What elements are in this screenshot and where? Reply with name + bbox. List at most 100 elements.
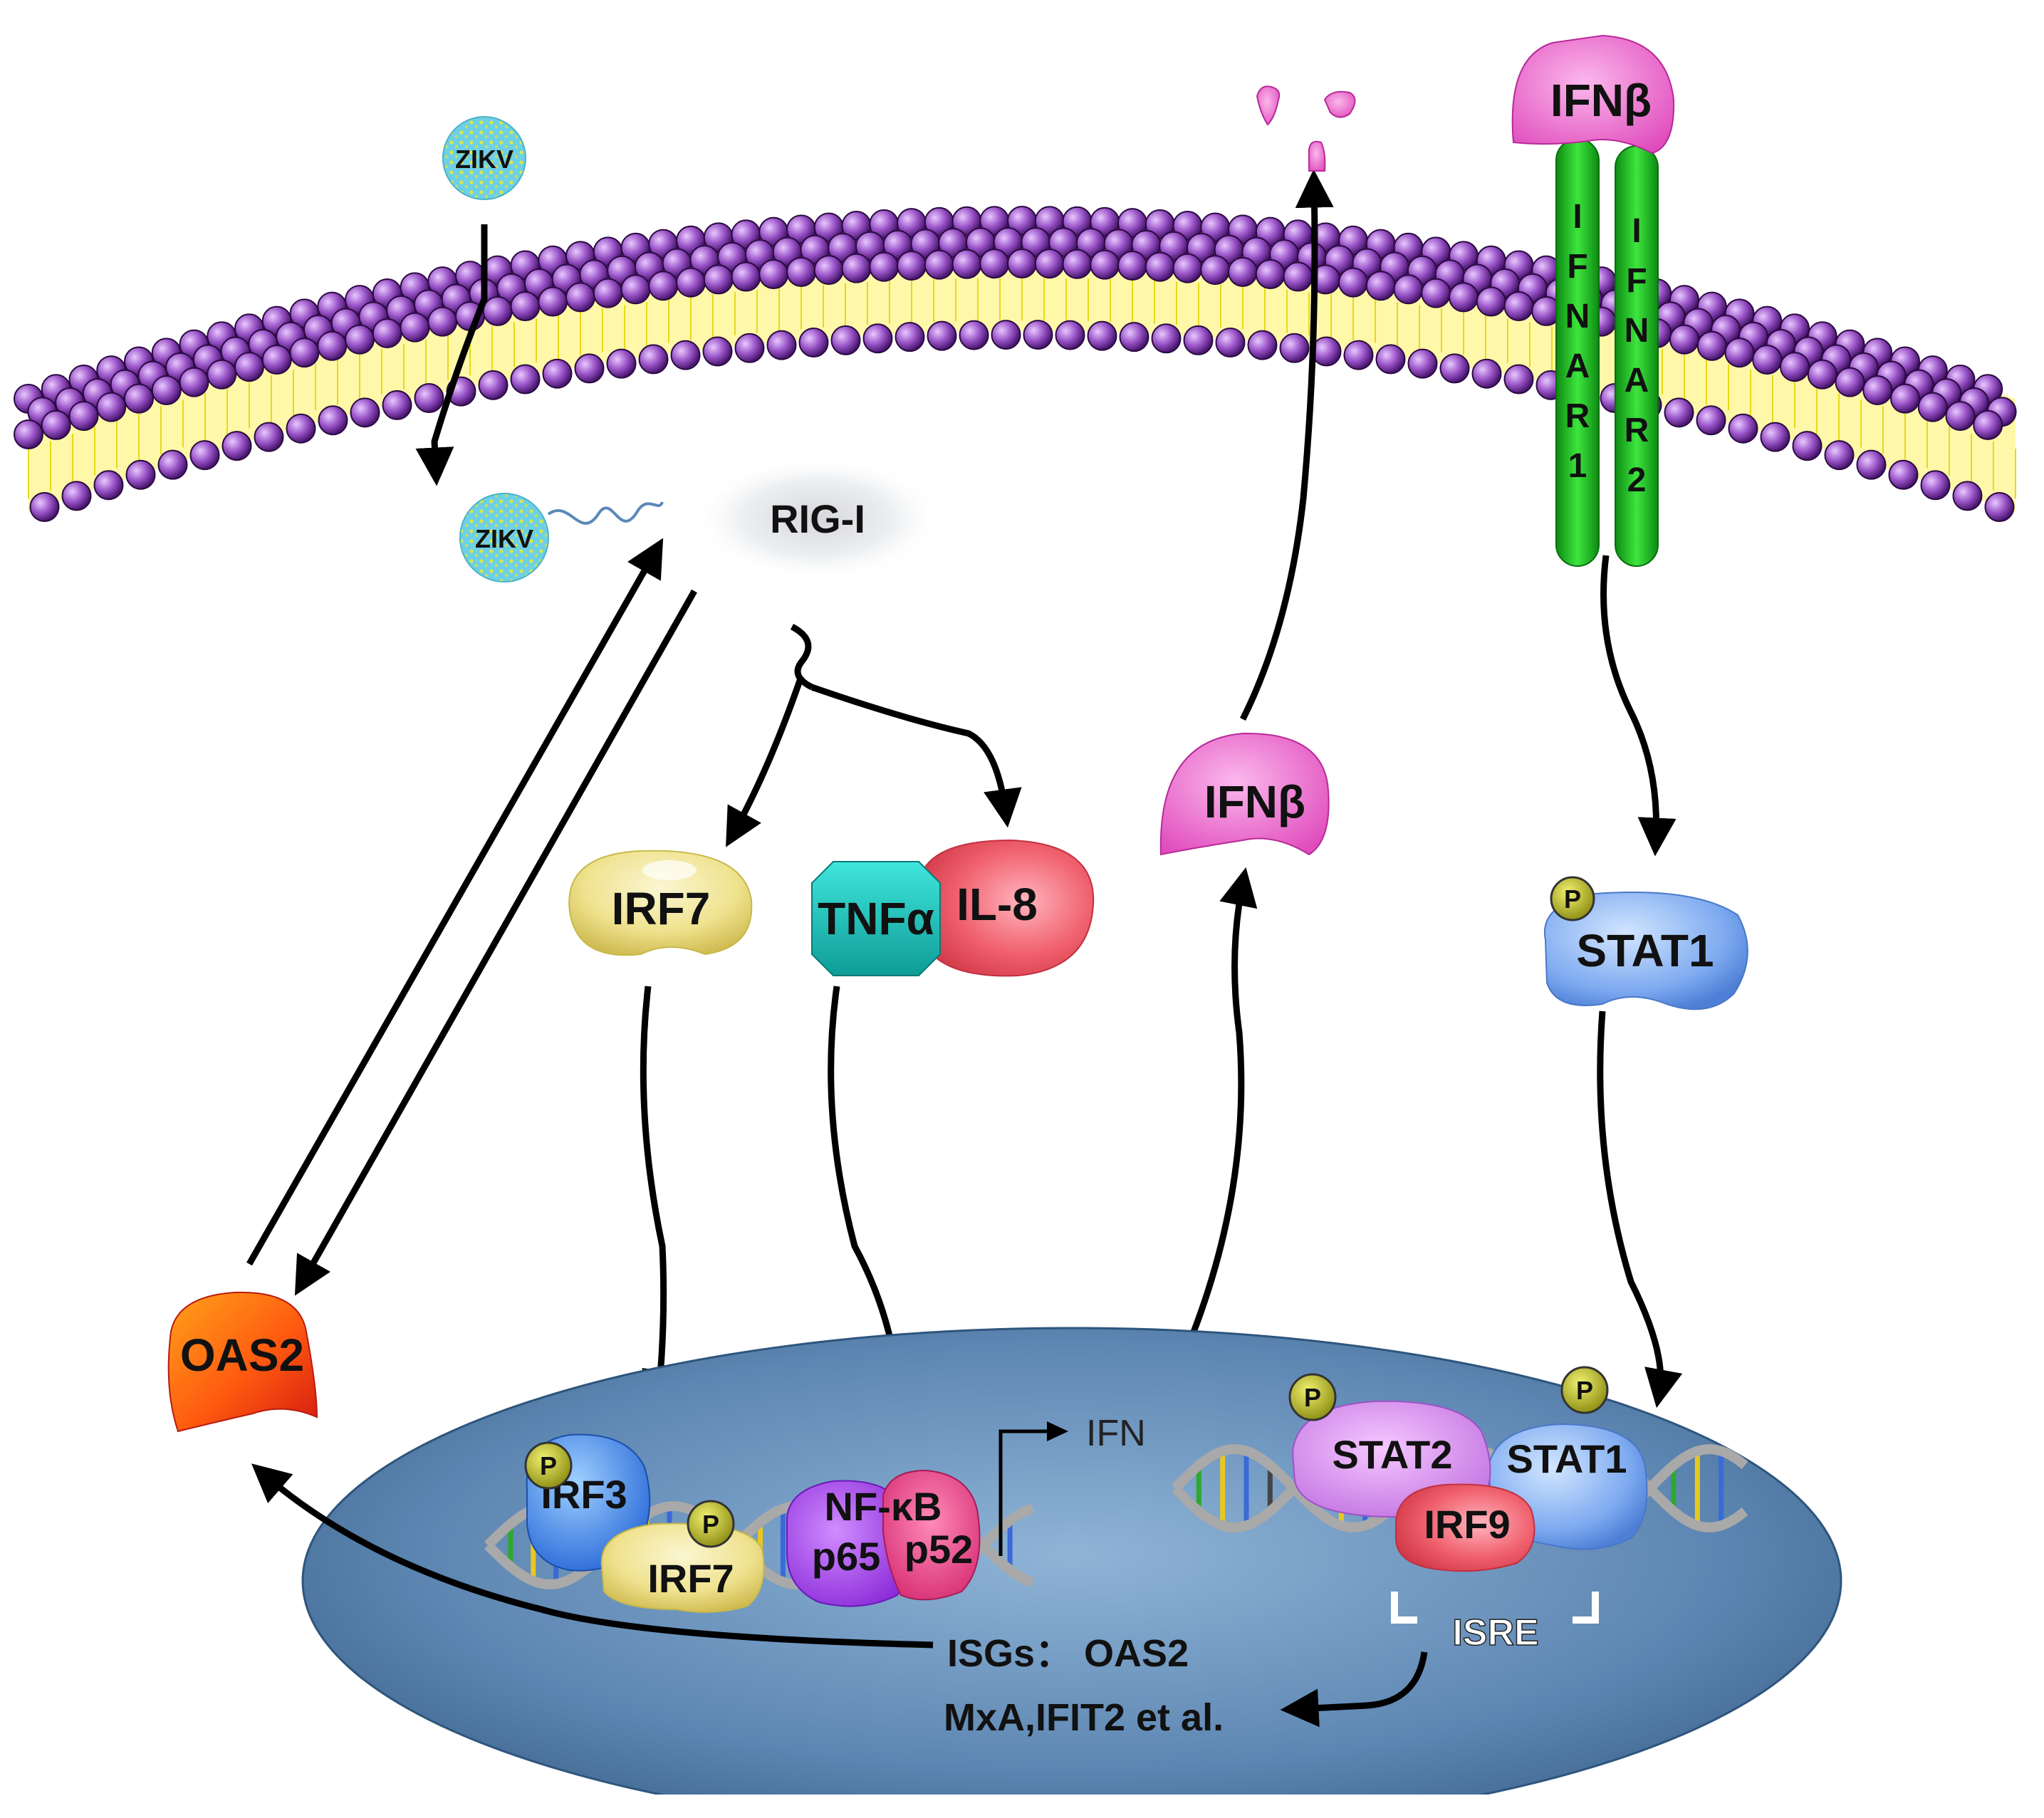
irf7-nuc-label: IRF7 bbox=[647, 1556, 734, 1601]
lipid-head bbox=[1365, 271, 1396, 301]
lipid-head bbox=[1890, 383, 1920, 414]
lipid-head bbox=[1062, 249, 1093, 279]
lipid-head bbox=[1792, 431, 1823, 461]
lipid-head bbox=[61, 481, 92, 511]
isgs-line2: MxA,IFIT2 et al. bbox=[944, 1696, 1224, 1739]
lipid-head bbox=[124, 383, 154, 414]
oas2-label: OAS2 bbox=[180, 1329, 304, 1381]
lipid-head bbox=[41, 409, 71, 440]
lipid-head bbox=[510, 291, 541, 321]
lipid-head bbox=[1055, 320, 1085, 350]
lipid-head bbox=[1888, 459, 1919, 490]
lipid-head bbox=[1007, 249, 1037, 278]
ifnar-letter: I bbox=[1632, 212, 1641, 250]
lipid-head bbox=[427, 306, 458, 337]
lipid-head bbox=[1503, 364, 1534, 395]
stat1-nuc-label: STAT1 bbox=[1506, 1436, 1627, 1481]
lipid-head bbox=[731, 261, 761, 292]
lipid-head bbox=[862, 323, 893, 354]
lipid-head bbox=[897, 250, 927, 281]
lipid-head bbox=[1862, 375, 1893, 405]
lipid-head bbox=[1283, 261, 1313, 292]
lipid-head bbox=[1920, 470, 1951, 501]
lipid-head bbox=[345, 324, 375, 355]
lipid-head bbox=[574, 353, 605, 384]
lipid-head bbox=[1984, 492, 2015, 523]
ifnar-letter: I bbox=[1573, 198, 1582, 236]
lipid-head bbox=[1760, 422, 1790, 452]
lipid-head bbox=[1952, 481, 1983, 511]
lipid-head bbox=[1669, 324, 1699, 355]
isgs-text: ISGs： OAS2 MxA,IFIT2 et al. bbox=[944, 1632, 1224, 1739]
oas2-protein: OAS2 bbox=[167, 1291, 318, 1433]
ifnar-letter: 2 bbox=[1627, 461, 1647, 499]
lipid-head bbox=[703, 264, 734, 295]
lipid-head bbox=[991, 320, 1021, 350]
stat1-nuc-phospho: P bbox=[1560, 1366, 1609, 1414]
lipid-head bbox=[1824, 440, 1855, 471]
ifnb-bound-receptor: IFNβ bbox=[1511, 34, 1675, 155]
lipid-head bbox=[538, 286, 568, 317]
il8-label: IL-8 bbox=[956, 879, 1038, 930]
irf7-cytoplasm: IRF7 bbox=[568, 850, 753, 956]
lipid-head bbox=[1119, 322, 1149, 352]
lipid-head bbox=[606, 348, 637, 379]
lipid-head bbox=[1835, 367, 1865, 397]
ifn-gene-to-ifnb-arrow bbox=[1164, 867, 1258, 1394]
ifnar-letter: R bbox=[1565, 397, 1590, 435]
irf3-phospho-label: P bbox=[540, 1451, 557, 1480]
irf7-cyto-label: IRF7 bbox=[612, 883, 711, 934]
stat1-phospho: P bbox=[1550, 876, 1595, 921]
lipid-head bbox=[1439, 353, 1470, 384]
lipid-head bbox=[1172, 253, 1203, 283]
lipid-head bbox=[1144, 251, 1175, 282]
lipid-head bbox=[758, 259, 789, 289]
lipid-head bbox=[510, 364, 541, 395]
lipid-head bbox=[318, 405, 348, 436]
lipid-head bbox=[478, 370, 509, 400]
irf3-phospho: P bbox=[524, 1441, 573, 1490]
lipid-head bbox=[927, 320, 957, 351]
ifnar-to-stat1-arrow bbox=[1600, 555, 1677, 857]
lipid-head bbox=[221, 431, 252, 461]
lipid-head bbox=[1200, 255, 1231, 286]
isgs-line1: ISGs： OAS2 bbox=[947, 1632, 1189, 1675]
lipid-head bbox=[125, 459, 156, 490]
ifnar-letter: F bbox=[1567, 248, 1587, 286]
lipid-head bbox=[798, 327, 829, 357]
lipid-head bbox=[638, 344, 669, 375]
stat1-phospho-label: P bbox=[1564, 884, 1581, 914]
lipid-head bbox=[1393, 274, 1424, 305]
lipid-head bbox=[151, 375, 182, 405]
rig-i-sensor: RIG-I bbox=[693, 456, 942, 581]
lipid-head bbox=[841, 253, 872, 283]
lipid-head bbox=[1471, 358, 1502, 389]
isre-element: ISRE bbox=[1391, 1592, 1599, 1654]
ifnb-cytoplasm: IFNβ bbox=[1159, 732, 1330, 856]
rig-i-to-oas2-arrow bbox=[294, 589, 697, 1296]
ifnar-letter: R bbox=[1625, 412, 1649, 449]
lipid-head bbox=[261, 345, 292, 375]
lipid-head bbox=[157, 449, 188, 480]
lipid-head bbox=[29, 492, 60, 523]
lipid-head bbox=[869, 251, 900, 282]
irf7-phospho-label: P bbox=[702, 1510, 719, 1539]
lipid-head bbox=[382, 390, 412, 420]
stat2-label: STAT2 bbox=[1332, 1432, 1452, 1477]
stat2-phospho-label: P bbox=[1304, 1383, 1321, 1412]
oas2-to-virus-arrow bbox=[246, 538, 664, 1266]
lipid-head bbox=[93, 470, 124, 501]
lipid-head bbox=[542, 358, 573, 389]
lipid-head bbox=[959, 320, 989, 350]
isre-to-isgs-arrow bbox=[1280, 1651, 1428, 1728]
lipid-head bbox=[1696, 405, 1726, 436]
lipid-head bbox=[1945, 401, 1976, 432]
lipid-head bbox=[372, 318, 402, 348]
zikv-particle-inside: ZIKV bbox=[459, 493, 664, 583]
rig-i-branch bbox=[726, 624, 1022, 847]
lipid-head bbox=[1117, 250, 1147, 281]
ifnar-letter: F bbox=[1626, 262, 1647, 300]
lipid-head bbox=[1973, 409, 2003, 440]
